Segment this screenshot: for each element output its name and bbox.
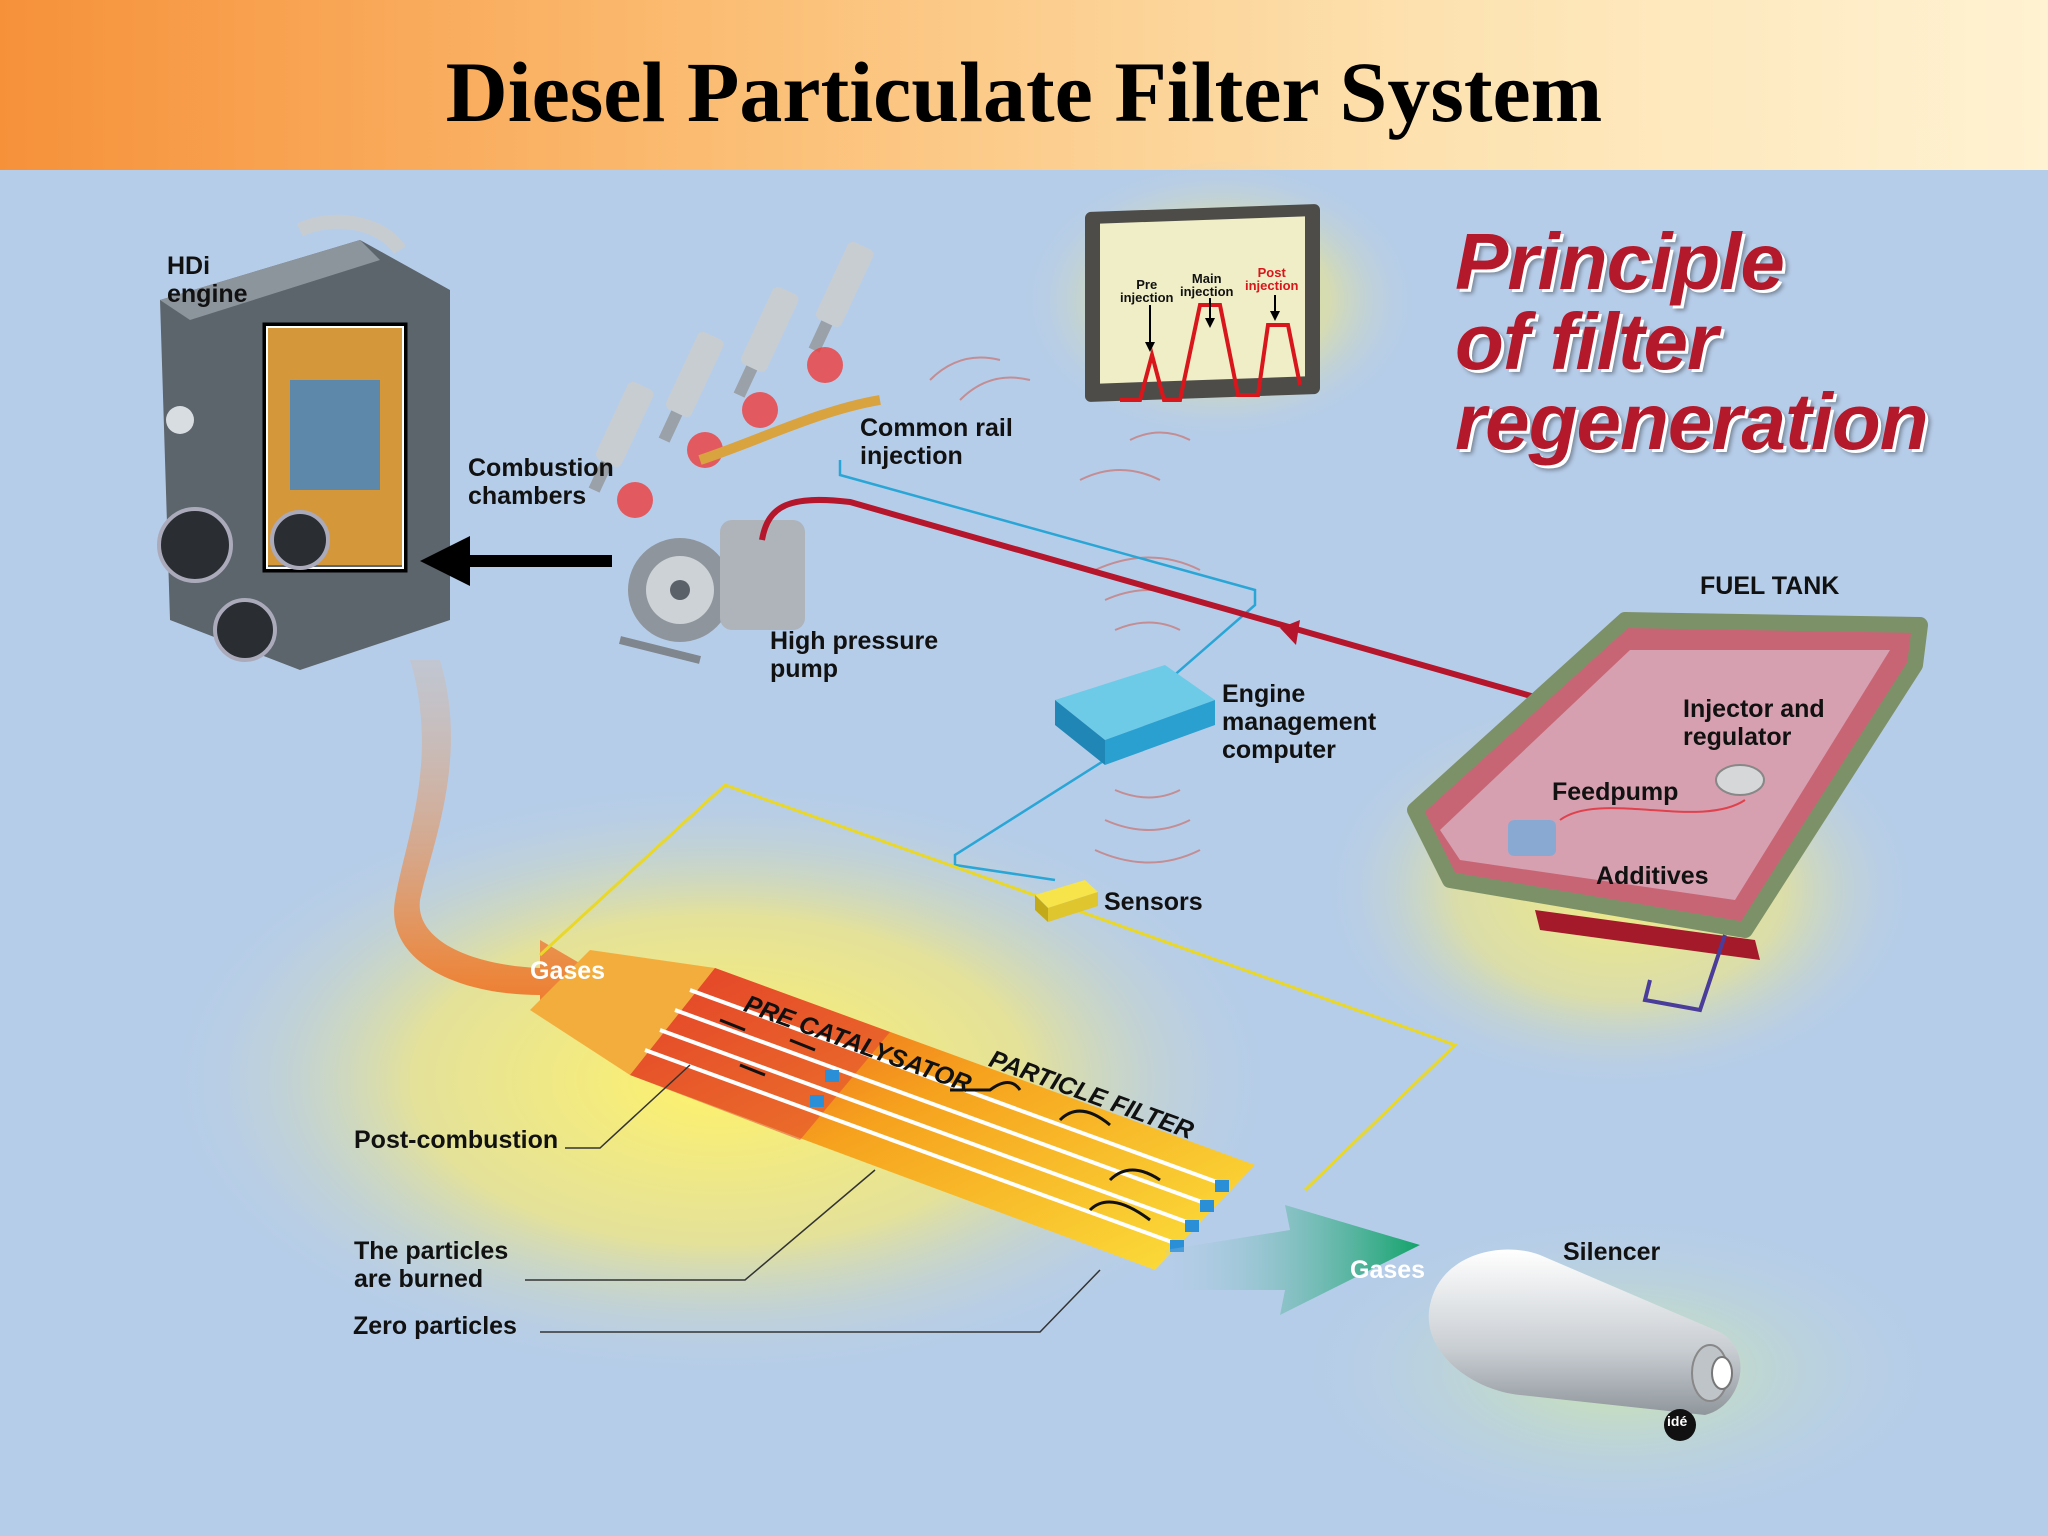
silencer-illustration [1428, 1249, 1741, 1441]
particles-burned-label: The particles are burned [354, 1237, 509, 1293]
engine-management-computer-illustration [1055, 665, 1215, 765]
gases-in-label: Gases [530, 957, 606, 985]
injectors-illustration [588, 241, 881, 518]
particle-filter-illustration [530, 950, 1255, 1270]
ide-logo-text: idé [1667, 1413, 1688, 1429]
hdi-engine-illustration [157, 214, 450, 670]
computer-to-injection-line [838, 460, 1257, 706]
pre-injection-label: Pre injection [1120, 277, 1174, 305]
gases-out-label: Gases [1350, 1256, 1426, 1284]
post-combustion-label: Post-combustion [354, 1126, 559, 1154]
ide-logo-badge [1664, 1409, 1696, 1441]
silencer-label: Silencer [1563, 1238, 1661, 1266]
filter-inlet-cone [530, 950, 715, 1075]
title-banner [0, 0, 2048, 170]
sensor-illustration [1035, 880, 1098, 922]
hdi-engine-label: HDi engine [167, 252, 248, 308]
high-pressure-pump-label: High pressure pump [770, 627, 939, 683]
sensors-label: Sensors [1104, 888, 1203, 916]
combustion-highlight-box [262, 322, 408, 573]
computer-to-sensor-line [953, 758, 1106, 882]
combustion-chambers-label: Combustion chambers [468, 454, 614, 510]
page-title: Diesel Particulate Filter System [445, 44, 1603, 140]
fuel-line-arrow [1280, 620, 1300, 645]
common-rail-label: Common rail injection [860, 414, 1013, 470]
gases-out-arrow [1165, 1205, 1420, 1315]
injector-regulator-label: Injector and regulator [1683, 695, 1825, 751]
exhaust-flow-arrow [394, 660, 600, 1010]
engine-computer-label: Engine management computer [1222, 680, 1377, 764]
to-engine-arrow-head [420, 536, 470, 586]
high-pressure-pump-illustration [619, 520, 805, 664]
principle-heading: Principle of filter regeneration [1455, 217, 1929, 466]
leader-lines [525, 1064, 1101, 1333]
injection-monitor [1085, 204, 1320, 402]
feedpump-label: Feedpump [1552, 778, 1679, 806]
fuel-tank-illustration [1407, 612, 1928, 1013]
post-injection-label: Post injection [1245, 265, 1299, 293]
sensor-loop-line [538, 783, 1458, 1192]
fuel-tank-label: FUEL TANK [1700, 572, 1840, 600]
zero-particles-label: Zero particles [353, 1312, 517, 1340]
additives-label: Additives [1596, 862, 1709, 890]
main-injection-label: Main injection [1180, 271, 1234, 299]
